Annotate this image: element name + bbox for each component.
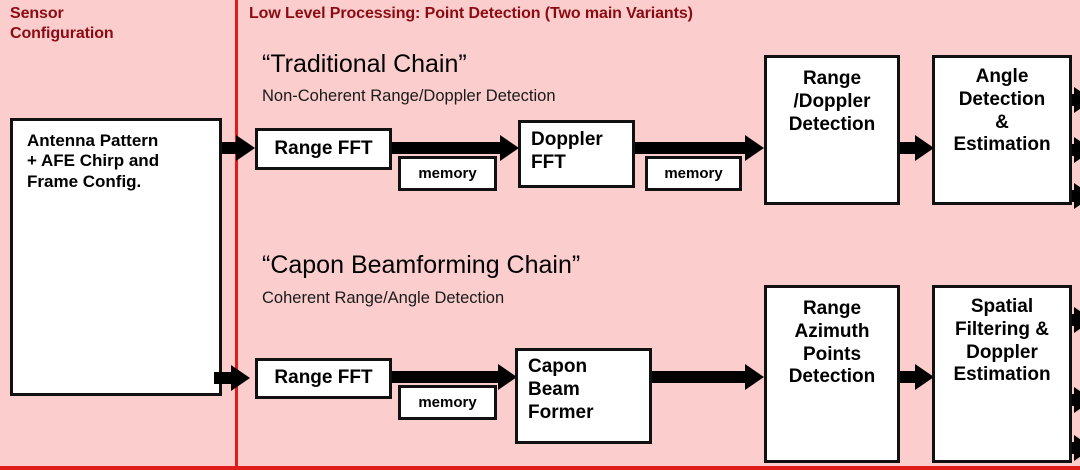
stage-label: Doppler FFT bbox=[531, 129, 603, 173]
stage-range-azimuth-points-detection: Range Azimuth Points Detection bbox=[764, 285, 900, 463]
stage-label: Range /Doppler Detection bbox=[788, 68, 876, 135]
panel-divider bbox=[235, 0, 238, 466]
memory-label: memory bbox=[418, 165, 477, 182]
stage-angle-detection-estimation: Angle Detection & Estimation bbox=[932, 55, 1072, 205]
stage-label: Range FFT bbox=[274, 367, 373, 389]
memory-box-doppler-traditional: memory bbox=[645, 156, 742, 191]
stage-label: Range Azimuth Points Detection bbox=[788, 298, 876, 388]
memory-label: memory bbox=[418, 394, 477, 411]
memory-box-range-traditional: memory bbox=[398, 156, 497, 191]
memory-box-range-capon: memory bbox=[398, 385, 497, 420]
stage-spatial-filtering-doppler-estimation: Spatial Filtering & Doppler Estimation bbox=[932, 285, 1072, 463]
stage-range-doppler-detection: Range /Doppler Detection bbox=[764, 55, 900, 205]
antenna-config-box: Antenna Pattern + AFE Chirp and Frame Co… bbox=[10, 118, 222, 396]
capon-chain-subtitle: Coherent Range/Angle Detection bbox=[262, 289, 505, 307]
stage-label: Range FFT bbox=[274, 137, 373, 159]
stage-range-fft-traditional: Range FFT bbox=[255, 128, 392, 170]
stage-range-fft-capon: Range FFT bbox=[255, 358, 392, 399]
stage-capon-beam-former: Capon Beam Former bbox=[515, 348, 652, 444]
antenna-config-label: Antenna Pattern + AFE Chirp and Frame Co… bbox=[27, 131, 160, 191]
memory-label: memory bbox=[664, 165, 723, 182]
low-level-processing-heading: Low Level Processing: Point Detection (T… bbox=[249, 5, 693, 22]
sensor-configuration-heading: Sensor Configuration bbox=[10, 5, 114, 42]
stage-label: Capon Beam Former bbox=[528, 356, 594, 423]
capon-chain-title: “Capon Beamforming Chain” bbox=[262, 251, 581, 279]
traditional-chain-subtitle: Non-Coherent Range/Doppler Detection bbox=[262, 87, 556, 105]
stage-label: Angle Detection & Estimation bbox=[953, 66, 1051, 156]
traditional-chain-title: “Traditional Chain” bbox=[262, 50, 467, 78]
stage-label: Spatial Filtering & Doppler Estimation bbox=[953, 296, 1051, 386]
stage-doppler-fft: Doppler FFT bbox=[518, 120, 635, 188]
